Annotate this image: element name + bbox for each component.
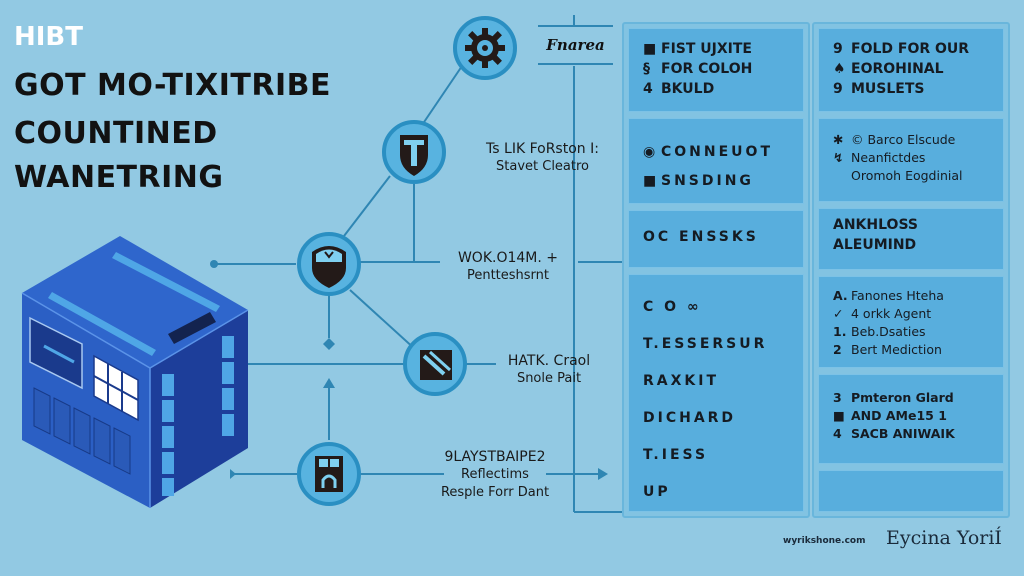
list-item: A.Fanones Hteha <box>833 288 944 303</box>
node-badge[interactable] <box>297 232 361 296</box>
building-side <box>150 310 248 508</box>
title-line-3: WANETRING <box>14 160 224 195</box>
list-item: T.ESSERSUR <box>643 336 768 352</box>
building-roof <box>22 236 248 368</box>
list-item: ◉CONNEUOT <box>643 144 773 160</box>
panel-right-3[interactable]: ANKHLOSS ALEUMIND <box>818 208 1004 270</box>
node-label-lock: 9LAYSTBAIPE2 Reflectims Resple Forr Dant <box>440 449 550 500</box>
list-item: ANKHLOSS <box>833 217 918 233</box>
panel-right-4[interactable]: A.Fanones Hteha ✓4 orkk Agent 1.Beb.Dsat… <box>818 276 1004 368</box>
panel-right-2[interactable]: ✱© Barco Elscude ↯Neanfictdes Oromoh Eog… <box>818 118 1004 202</box>
list-item: DICHARD <box>643 410 737 426</box>
node-shield[interactable] <box>382 120 446 184</box>
list-item: ♠EOROHINAL <box>833 61 944 77</box>
connector-gear-shield <box>419 65 463 129</box>
wrench-icon <box>420 350 452 380</box>
connector-lines <box>216 15 622 513</box>
list-item: UP <box>643 484 671 500</box>
node-tool[interactable] <box>403 332 467 396</box>
list-item: ↯Neanfictdes <box>833 150 926 165</box>
list-item: T.IESS <box>643 447 709 463</box>
connector-dot-lock <box>230 469 236 479</box>
list-item: ALEUMIND <box>833 237 917 253</box>
list-item: C O ∞ <box>643 299 702 315</box>
connector-badge-tool <box>349 289 417 351</box>
connector-diamond <box>323 338 335 350</box>
arrow-right-icon <box>598 468 608 480</box>
list-item: ■FIST UJXITE <box>643 41 752 57</box>
panel-right-6-empty[interactable] <box>818 470 1004 512</box>
tag-label: Fnarea <box>538 25 613 65</box>
title-line-2: COUNTINED <box>14 116 218 151</box>
list-item: ✱© Barco Elscude <box>833 132 956 147</box>
list-item: ✓4 orkk Agent <box>833 306 932 321</box>
node-gear[interactable] <box>453 16 517 80</box>
kicker-title: HIBT <box>14 22 83 52</box>
lock-icon <box>315 456 343 492</box>
node-lock[interactable] <box>297 442 361 506</box>
node-label-shield: Ts LIK FoRston I: Stavet Cleatro <box>486 141 599 174</box>
list-item: OC ENSSKS <box>643 229 759 245</box>
title-line-1: GOT MO-TIXITRIBE <box>14 68 331 103</box>
footer-url[interactable]: wyrikshone.com <box>783 536 866 546</box>
list-item: Oromoh Eogdinial <box>851 168 963 183</box>
gear-icon <box>465 28 505 68</box>
connector-dot <box>210 260 218 268</box>
list-item: 1.Beb.Dsaties <box>833 324 926 339</box>
list-item: ■AND AMe15 1 <box>833 408 947 423</box>
arrow-up-icon <box>323 378 335 388</box>
list-item: RAXKIT <box>643 373 720 389</box>
panel-left-2[interactable]: ◉CONNEUOT ■SNSDING <box>628 118 804 204</box>
building-illustration <box>21 236 249 508</box>
footer-brand: Eycina YoriÍ <box>886 527 1002 549</box>
panel-left-3[interactable]: OC ENSSKS <box>628 210 804 268</box>
list-item: ■SNSDING <box>643 173 754 189</box>
node-label-badge: WOK.O14M. + Pentteshsrnt <box>457 250 559 283</box>
list-item: §FOR COLOH <box>643 61 753 77</box>
node-label-tool: HATK. Craol Snole Pait <box>507 353 591 386</box>
panel-left-4[interactable]: C O ∞ T.ESSERSUR RAXKIT DICHARD T.IESS U… <box>628 274 804 512</box>
connector-shield-badge <box>343 175 391 237</box>
